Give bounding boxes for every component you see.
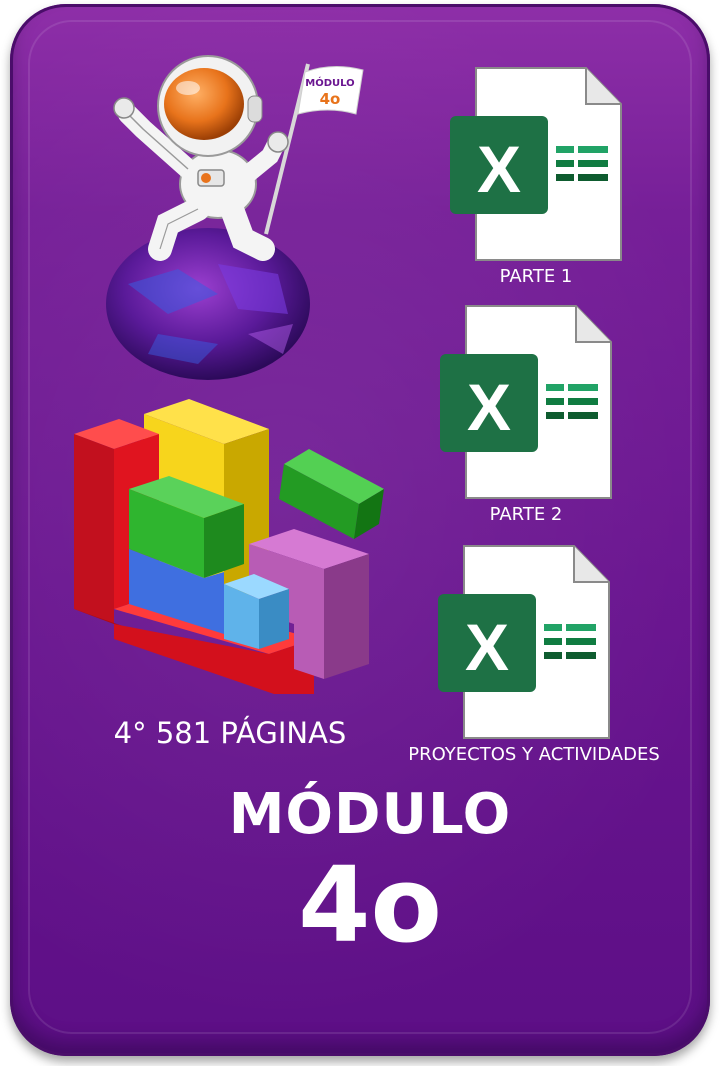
blocks-logo-icon: [74, 399, 384, 694]
excel-file-icon[interactable]: X: [436, 302, 616, 502]
flag-number: 4o: [320, 90, 341, 108]
file-label-part-1[interactable]: PARTE 1: [499, 266, 573, 287]
flag-pole: [264, 63, 310, 235]
card-border: [28, 20, 692, 1034]
file-label-part-2[interactable]: PARTE 2: [489, 504, 563, 525]
flag: [297, 66, 364, 115]
excel-letter: X: [467, 370, 511, 444]
product-card: MÓDULO 4o: [10, 4, 710, 1056]
file-label-projects[interactable]: PROYECTOS Y ACTIVIDADES: [408, 744, 660, 765]
helmet-visor: [164, 68, 244, 140]
astronaut-illustration: MÓDULO 4o: [106, 55, 364, 380]
excel-file-icon[interactable]: X: [434, 542, 614, 742]
excel-letter: X: [465, 610, 509, 684]
flag-title: MÓDULO: [305, 76, 354, 89]
pages-count: 4° 581 PÁGINAS: [113, 716, 347, 750]
module-title: MÓDULO: [228, 782, 512, 847]
excel-letter: X: [477, 132, 521, 206]
excel-file-icon[interactable]: X: [446, 64, 626, 264]
module-number: 4o: [298, 844, 442, 966]
